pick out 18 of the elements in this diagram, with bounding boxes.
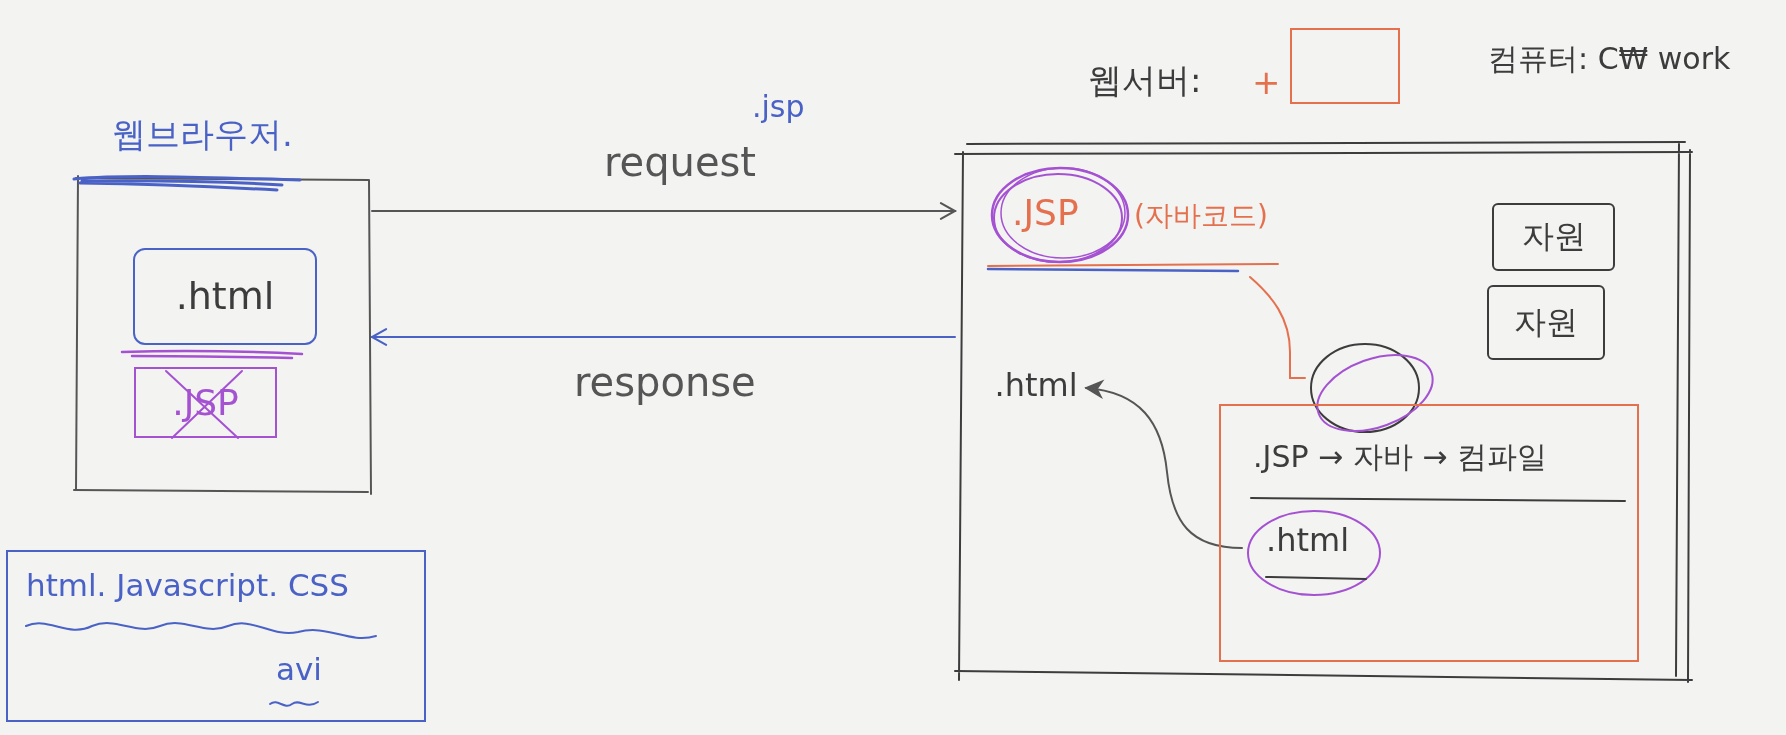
frame-heading: 웹브라우저. <box>112 116 293 154</box>
arrow <box>371 328 956 346</box>
note-text: html. Javascript. CSS <box>26 568 349 603</box>
empty-box <box>1290 28 1400 104</box>
connector-line <box>1249 276 1306 379</box>
resource-box: 자원 <box>1492 203 1615 271</box>
file-label: .html <box>986 366 1086 406</box>
item-text: .JSP <box>1012 193 1079 233</box>
resource-box: 자원 <box>1487 285 1605 360</box>
arrow <box>1085 381 1243 549</box>
arrow <box>371 202 956 220</box>
container-box <box>1219 404 1639 662</box>
container-heading: .JSP → 자바 → 컴파일 <box>1253 440 1547 473</box>
item-note: (자바코드) <box>1134 201 1268 232</box>
circled-file-label: .html <box>1244 507 1384 599</box>
file-box: .html <box>133 248 317 345</box>
note-box <box>6 550 426 722</box>
note-text: avi <box>276 652 322 687</box>
